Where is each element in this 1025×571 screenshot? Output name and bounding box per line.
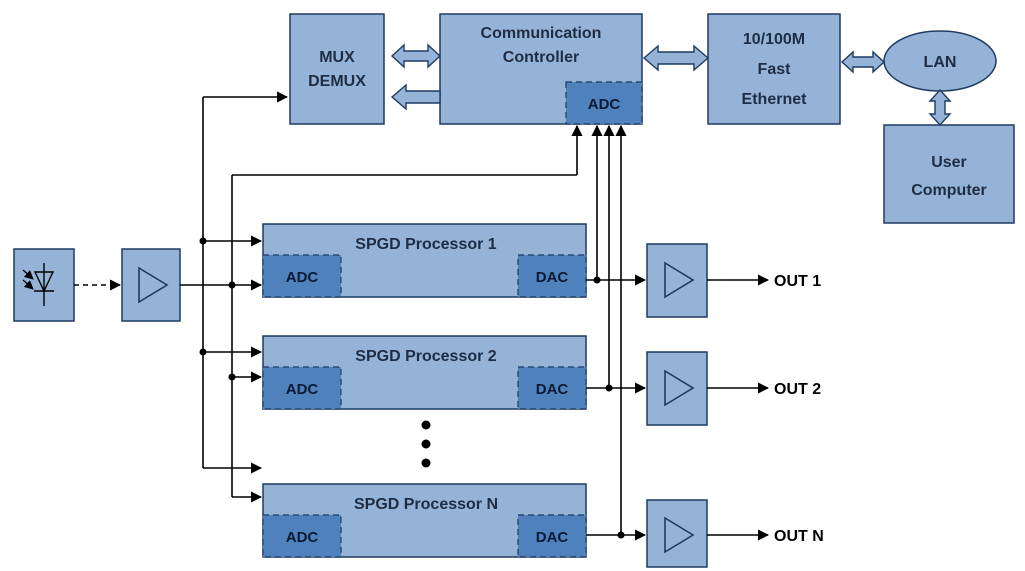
lan-ellipse: LAN bbox=[883, 30, 997, 92]
signal-wiring bbox=[180, 91, 647, 541]
output-amplifier-1 bbox=[646, 243, 708, 318]
ethernet-label-2: Fast bbox=[758, 61, 792, 78]
mux-demux-block: MUX DEMUX bbox=[289, 13, 385, 125]
ethernet-label-1: 10/100M bbox=[743, 31, 805, 48]
mux-comm-double-arrow bbox=[390, 43, 442, 69]
photodetector-block bbox=[13, 248, 75, 322]
adc-box bbox=[262, 514, 342, 558]
user-computer-block: User Computer bbox=[883, 124, 1015, 224]
ethernet-lan-double-arrow bbox=[840, 50, 886, 74]
output-amplifier-2 bbox=[646, 351, 708, 426]
spgd-processor-1: SPGD Processor 1 ADC DAC bbox=[262, 223, 587, 298]
processor-title: SPGD Processor N bbox=[354, 496, 498, 513]
amplifier-triangle-icon bbox=[664, 261, 695, 299]
lan-computer-double-arrow bbox=[928, 88, 952, 127]
dac-box bbox=[517, 254, 587, 298]
spgd-processor-n: SPGD Processor N ADC DAC bbox=[262, 483, 587, 558]
processor-title: SPGD Processor 2 bbox=[355, 348, 497, 365]
comm-to-mux-arrow bbox=[390, 83, 441, 111]
dac-box bbox=[517, 514, 587, 558]
dac-label: DAC bbox=[536, 381, 569, 398]
processor-title: SPGD Processor 1 bbox=[355, 236, 497, 253]
amplifier-triangle-icon bbox=[664, 369, 695, 407]
adc-label: ADC bbox=[286, 381, 319, 398]
photodiode-icon bbox=[22, 263, 55, 306]
spgd-processor-2: SPGD Processor 2 ADC DAC bbox=[262, 335, 587, 410]
communication-controller-block: Communication Controller ADC bbox=[439, 13, 643, 125]
adc-box bbox=[262, 366, 342, 410]
lan-label: LAN bbox=[924, 54, 957, 71]
comm-label-1: Communication bbox=[481, 25, 602, 42]
adc-label: ADC bbox=[286, 269, 319, 286]
comm-adc-label: ADC bbox=[588, 96, 621, 113]
user-label: User bbox=[931, 154, 967, 171]
computer-label: Computer bbox=[911, 182, 987, 199]
adc-box bbox=[262, 254, 342, 298]
output-amplifier-n bbox=[646, 499, 708, 568]
dac-label: DAC bbox=[536, 269, 569, 286]
demux-label: DEMUX bbox=[308, 73, 366, 90]
comm-adc-box bbox=[565, 81, 643, 125]
ethernet-block: 10/100M Fast Ethernet bbox=[707, 13, 841, 125]
mux-label: MUX bbox=[319, 49, 355, 66]
out-n-label: OUT N bbox=[774, 528, 824, 545]
ellipsis-dots bbox=[421, 420, 431, 468]
comm-label-2: Controller bbox=[503, 49, 579, 66]
out-2-label: OUT 2 bbox=[774, 381, 821, 398]
adc-label: ADC bbox=[286, 529, 319, 546]
dac-box bbox=[517, 366, 587, 410]
input-amplifier-block bbox=[121, 248, 181, 322]
amplifier-triangle-icon bbox=[138, 266, 169, 304]
comm-ethernet-double-arrow bbox=[642, 44, 710, 72]
ethernet-label-3: Ethernet bbox=[742, 91, 808, 108]
amplifier-triangle-icon bbox=[664, 516, 695, 554]
dac-label: DAC bbox=[536, 529, 569, 546]
out-1-label: OUT 1 bbox=[774, 273, 821, 290]
